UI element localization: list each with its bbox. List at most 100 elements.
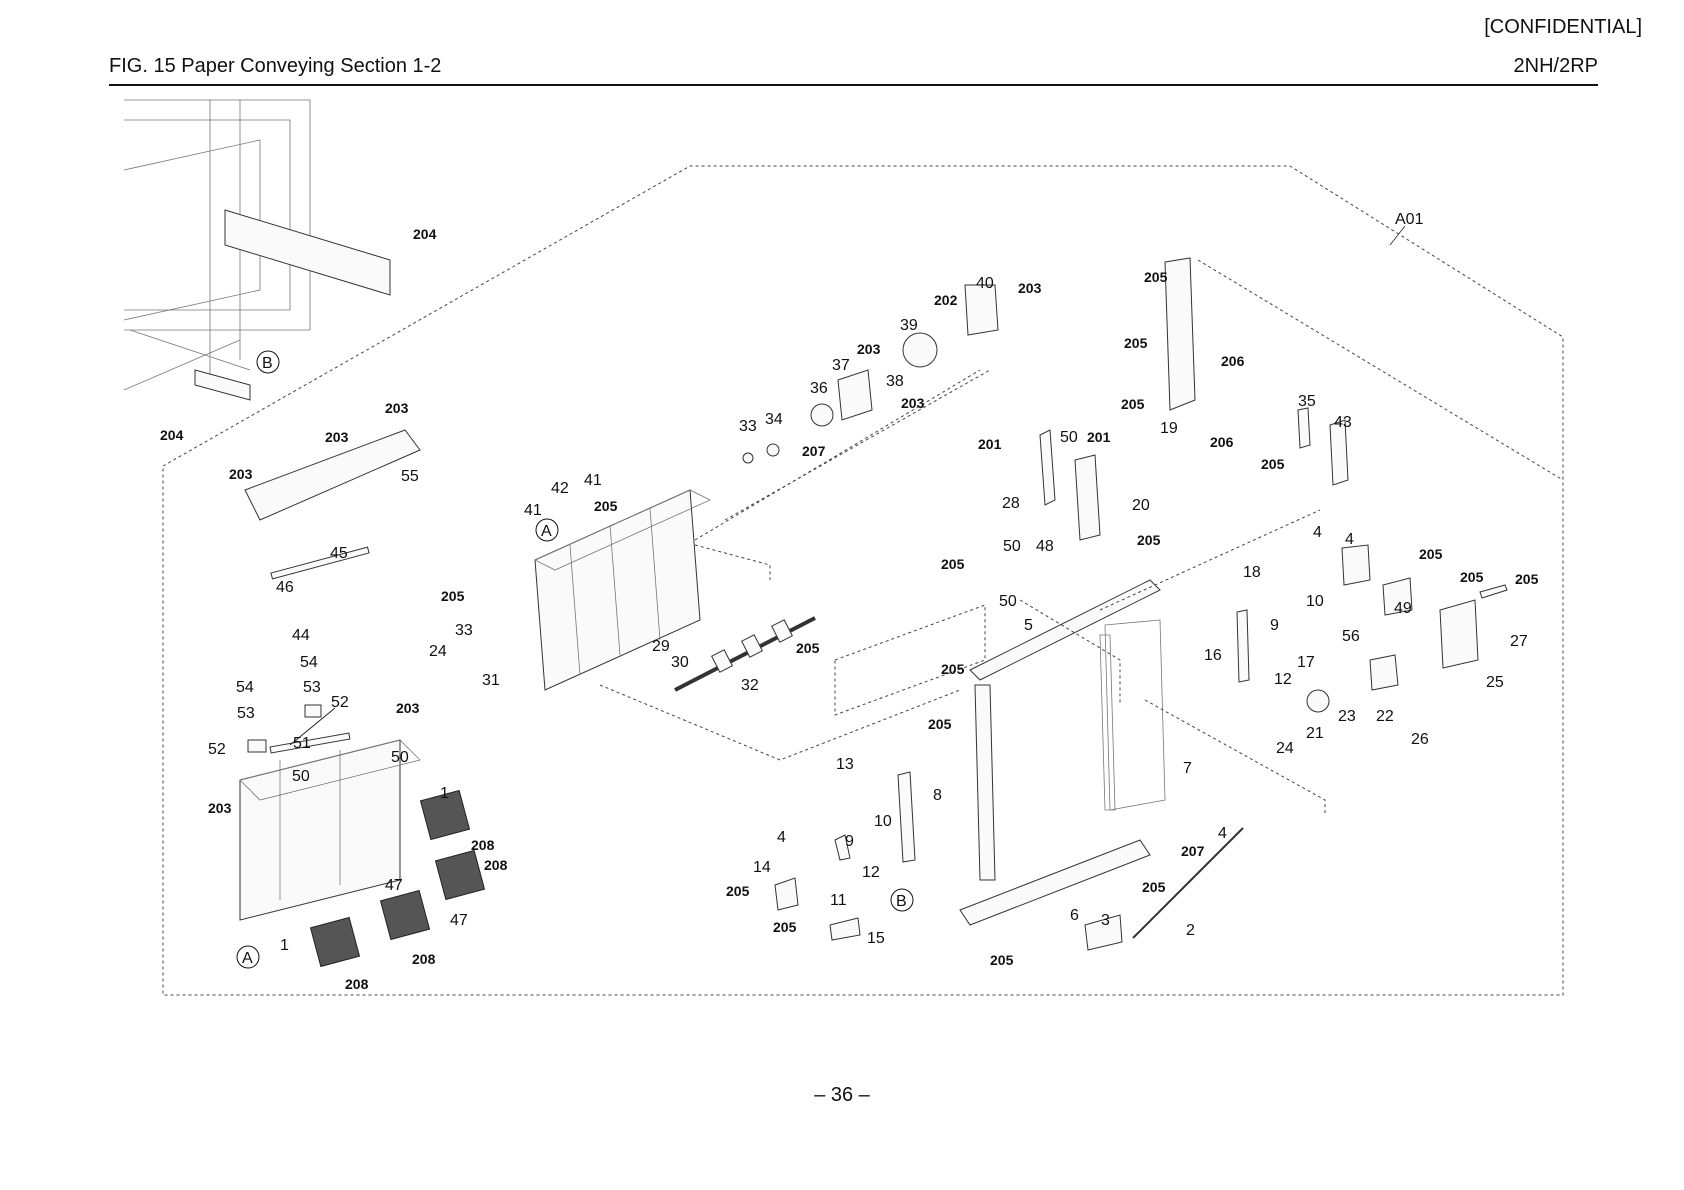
marker-letter-b: B	[262, 355, 273, 372]
callout-50: 50	[1003, 538, 1021, 555]
marker-letter-b: B	[896, 893, 907, 910]
callout-205: 205	[1460, 569, 1484, 585]
callout-4: 4	[1345, 531, 1354, 548]
callout-205: 205	[928, 716, 952, 732]
callout-205: 205	[1261, 456, 1285, 472]
callout-2: 2	[1186, 922, 1195, 939]
callout-34: 34	[765, 411, 783, 428]
callout-203: 203	[325, 429, 349, 445]
callout-205: 205	[441, 588, 465, 604]
callout-49: 49	[1394, 600, 1412, 617]
page-number: – 36 –	[814, 1084, 870, 1106]
reference-marker-b-lower: B	[890, 888, 914, 912]
callout-50: 50	[1060, 429, 1078, 446]
marker-letter-a: A	[242, 950, 253, 967]
callout-54: 54	[300, 654, 318, 671]
callout-9: 9	[1270, 617, 1279, 634]
main-frame-phantom	[123, 99, 391, 401]
callout-25: 25	[1486, 674, 1504, 691]
callout-203: 203	[385, 400, 409, 416]
callout-205: 205	[726, 883, 750, 899]
callout-8: 8	[933, 787, 942, 804]
callout-1: 1	[440, 785, 449, 802]
callout-55: 55	[401, 468, 419, 485]
callout-50: 50	[999, 593, 1017, 610]
callout-208: 208	[484, 857, 508, 873]
callout-32: 32	[741, 677, 759, 694]
callout-203: 203	[208, 800, 232, 816]
callout-11: 11	[830, 892, 847, 909]
figure-title: FIG. 15 Paper Conveying Section 1-2	[109, 55, 442, 77]
assembly-outline	[162, 165, 1564, 996]
callout-12: 12	[862, 864, 880, 881]
callout-205: 205	[1144, 269, 1168, 285]
bracket-19	[1164, 257, 1196, 411]
callout-4: 4	[777, 829, 786, 846]
callout-42: 42	[551, 480, 569, 497]
callout-33: 33	[455, 622, 473, 639]
callout-51: 51	[293, 735, 311, 752]
callout-33: 33	[739, 418, 757, 435]
callout-208: 208	[412, 951, 436, 967]
plate-55	[244, 429, 421, 521]
callout-21: 21	[1306, 725, 1324, 742]
confidential-label: [CONFIDENTIAL]	[1484, 16, 1642, 38]
callout-205: 205	[1124, 335, 1148, 351]
callout-54: 54	[236, 679, 254, 696]
callout-204: 204	[160, 427, 184, 443]
callout-205: 205	[990, 952, 1014, 968]
callout-30: 30	[671, 654, 689, 671]
callout-43: 43	[1334, 414, 1352, 431]
callout-40: 40	[976, 275, 994, 292]
callout-203: 203	[857, 341, 881, 357]
callout-3: 3	[1101, 912, 1110, 929]
callout-203: 203	[229, 466, 253, 482]
callout-206: 206	[1210, 434, 1234, 450]
callout-4: 4	[1313, 524, 1322, 541]
callout-47: 47	[385, 877, 403, 894]
callout-205: 205	[1419, 546, 1443, 562]
conveying-guide-assembly	[534, 489, 711, 691]
callout-48: 48	[1036, 538, 1054, 555]
callout-22: 22	[1376, 708, 1394, 725]
frame-5	[969, 579, 1161, 681]
callout-203: 203	[1018, 280, 1042, 296]
reference-marker-b-top: B	[256, 350, 280, 374]
callout-207: 207	[802, 443, 826, 459]
callout-201: 201	[1087, 429, 1111, 445]
callout-41: 41	[524, 502, 542, 519]
callout-47: 47	[450, 912, 468, 929]
callout-52: 52	[208, 741, 226, 758]
callout-56: 56	[1342, 628, 1360, 645]
callout-205: 205	[796, 640, 820, 656]
callout-29: 29	[652, 638, 670, 655]
duct-housing	[239, 739, 421, 921]
assembly-label: A01	[1395, 211, 1424, 228]
callout-35: 35	[1298, 393, 1316, 410]
callout-16: 16	[1204, 647, 1222, 664]
callout-1: 1	[280, 937, 289, 954]
callout-38: 38	[886, 373, 904, 390]
callout-24: 24	[1276, 740, 1294, 757]
callout-13: 13	[836, 756, 854, 773]
callout-206: 206	[1221, 353, 1245, 369]
callout-14: 14	[753, 859, 771, 876]
callout-203: 203	[396, 700, 420, 716]
callout-23: 23	[1338, 708, 1356, 725]
callout-5: 5	[1024, 617, 1033, 634]
callout-31: 31	[482, 672, 500, 689]
reference-marker-a-lower: A	[236, 945, 260, 969]
marker-letter-a: A	[541, 523, 552, 540]
callout-205: 205	[941, 661, 965, 677]
callout-12: 12	[1274, 671, 1292, 688]
callout-17: 17	[1297, 654, 1315, 671]
callout-20: 20	[1132, 497, 1150, 514]
callout-201: 201	[978, 436, 1002, 452]
callout-36: 36	[810, 380, 828, 397]
callout-7: 7	[1183, 760, 1192, 777]
callout-9: 9	[845, 833, 854, 850]
callout-208: 208	[471, 837, 495, 853]
callout-202: 202	[934, 292, 958, 308]
callout-203: 203	[901, 395, 925, 411]
